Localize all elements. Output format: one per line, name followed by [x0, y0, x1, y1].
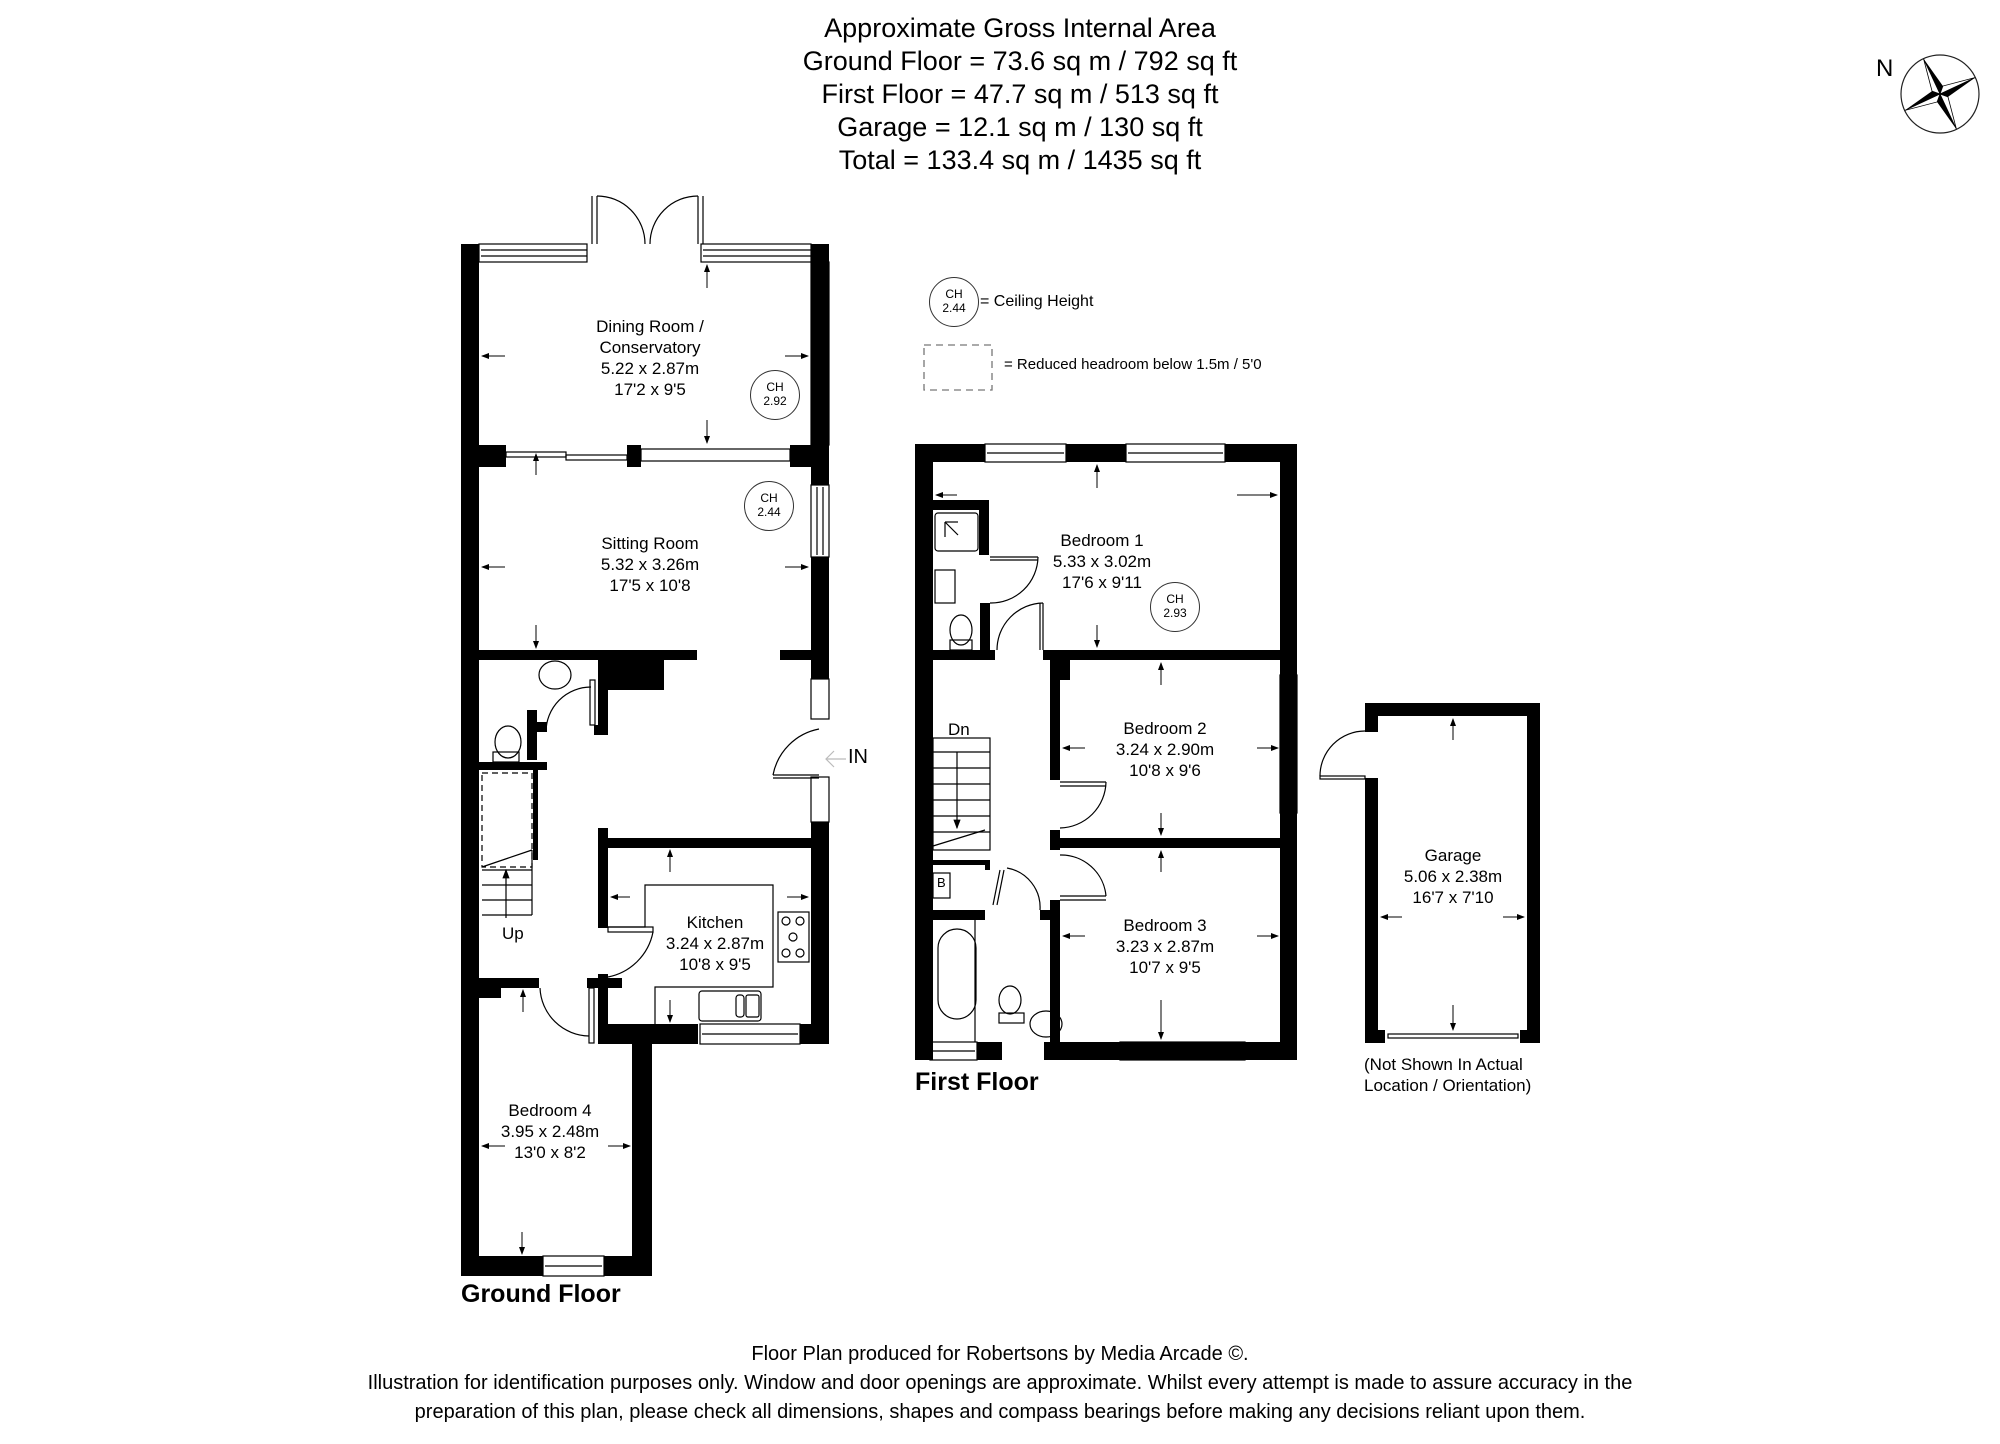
ceiling-height-legend-text: = Ceiling Height: [980, 293, 1094, 310]
reduced-headroom-legend-text: = Reduced headroom below 1.5m / 5'0: [1004, 356, 1262, 373]
area-total: Total = 133.4 sq m / 1435 sq ft: [838, 145, 1202, 175]
room-dining-conservatory: Dining Room / Conservatory 5.22 x 2.87m …: [596, 317, 704, 399]
entrance-label: IN: [848, 746, 868, 768]
room-bedroom-4: Bedroom 4 3.95 x 2.48m 13'0 x 8'2: [500, 1101, 600, 1162]
area-title: Approximate Gross Internal Area: [824, 13, 1216, 43]
ground-floor-dimension-arrows: [481, 264, 809, 1255]
ground-floor-title: Ground Floor: [461, 1280, 621, 1308]
disclaimer-footer: Floor Plan produced for Robertsons by Me…: [200, 1340, 1800, 1427]
footer-disclaimer-line2: preparation of this plan, please check a…: [414, 1401, 1586, 1423]
reduced-headroom-legend-swatch: [923, 344, 993, 391]
first-floor-fixtures: [929, 443, 1298, 1061]
area-summary: Approximate Gross Internal Area Ground F…: [700, 12, 1340, 177]
compass-north-label: N: [1876, 55, 1894, 82]
room-garage: Garage 5.06 x 2.38m 16'7 x 7'10: [1403, 846, 1503, 907]
entrance-arrow-icon: [825, 750, 846, 768]
room-bedroom-1: Bedroom 1 5.33 x 3.02m 17'6 x 9'11: [1052, 531, 1152, 592]
footer-disclaimer-line1: Illustration for identification purposes…: [367, 1372, 1633, 1394]
ceiling-height-legend-badge: CH 2.44: [929, 277, 979, 327]
stairs-up-label: Up: [502, 924, 524, 943]
stairs-down-label: Dn: [948, 720, 970, 739]
room-sitting-room: Sitting Room 5.32 x 3.26m 17'5 x 10'8: [600, 534, 700, 595]
garage-fixtures: [1319, 730, 1519, 1039]
footer-credit: Floor Plan produced for Robertsons by Me…: [751, 1343, 1249, 1365]
room-kitchen: Kitchen 3.24 x 2.87m 10'8 x 9'5: [665, 913, 765, 974]
first-floor-title: First Floor: [915, 1068, 1039, 1096]
garage-location-note: (Not Shown In Actual Location / Orientat…: [1364, 1055, 1532, 1095]
ground-floor-walls: [461, 244, 829, 1276]
room-bedroom-3: Bedroom 3 3.23 x 2.87m 10'7 x 9'5: [1115, 916, 1215, 977]
room-bedroom-2: Bedroom 2 3.24 x 2.90m 10'8 x 9'6: [1115, 719, 1215, 780]
boiler-label: B: [937, 875, 946, 890]
area-garage: Garage = 12.1 sq m / 130 sq ft: [837, 112, 1203, 142]
ground-floor-fixtures: [478, 195, 830, 1277]
compass-rose-icon: [1900, 54, 1980, 134]
area-ground-floor: Ground Floor = 73.6 sq m / 792 sq ft: [802, 46, 1238, 76]
first-floor-dimension-arrows: [935, 464, 1279, 1040]
garage-walls: [1365, 703, 1540, 1043]
area-first-floor: First Floor = 47.7 sq m / 513 sq ft: [821, 79, 1219, 109]
first-floor-walls: [915, 444, 1297, 1060]
garage-dimension-arrows: [1380, 718, 1525, 1031]
